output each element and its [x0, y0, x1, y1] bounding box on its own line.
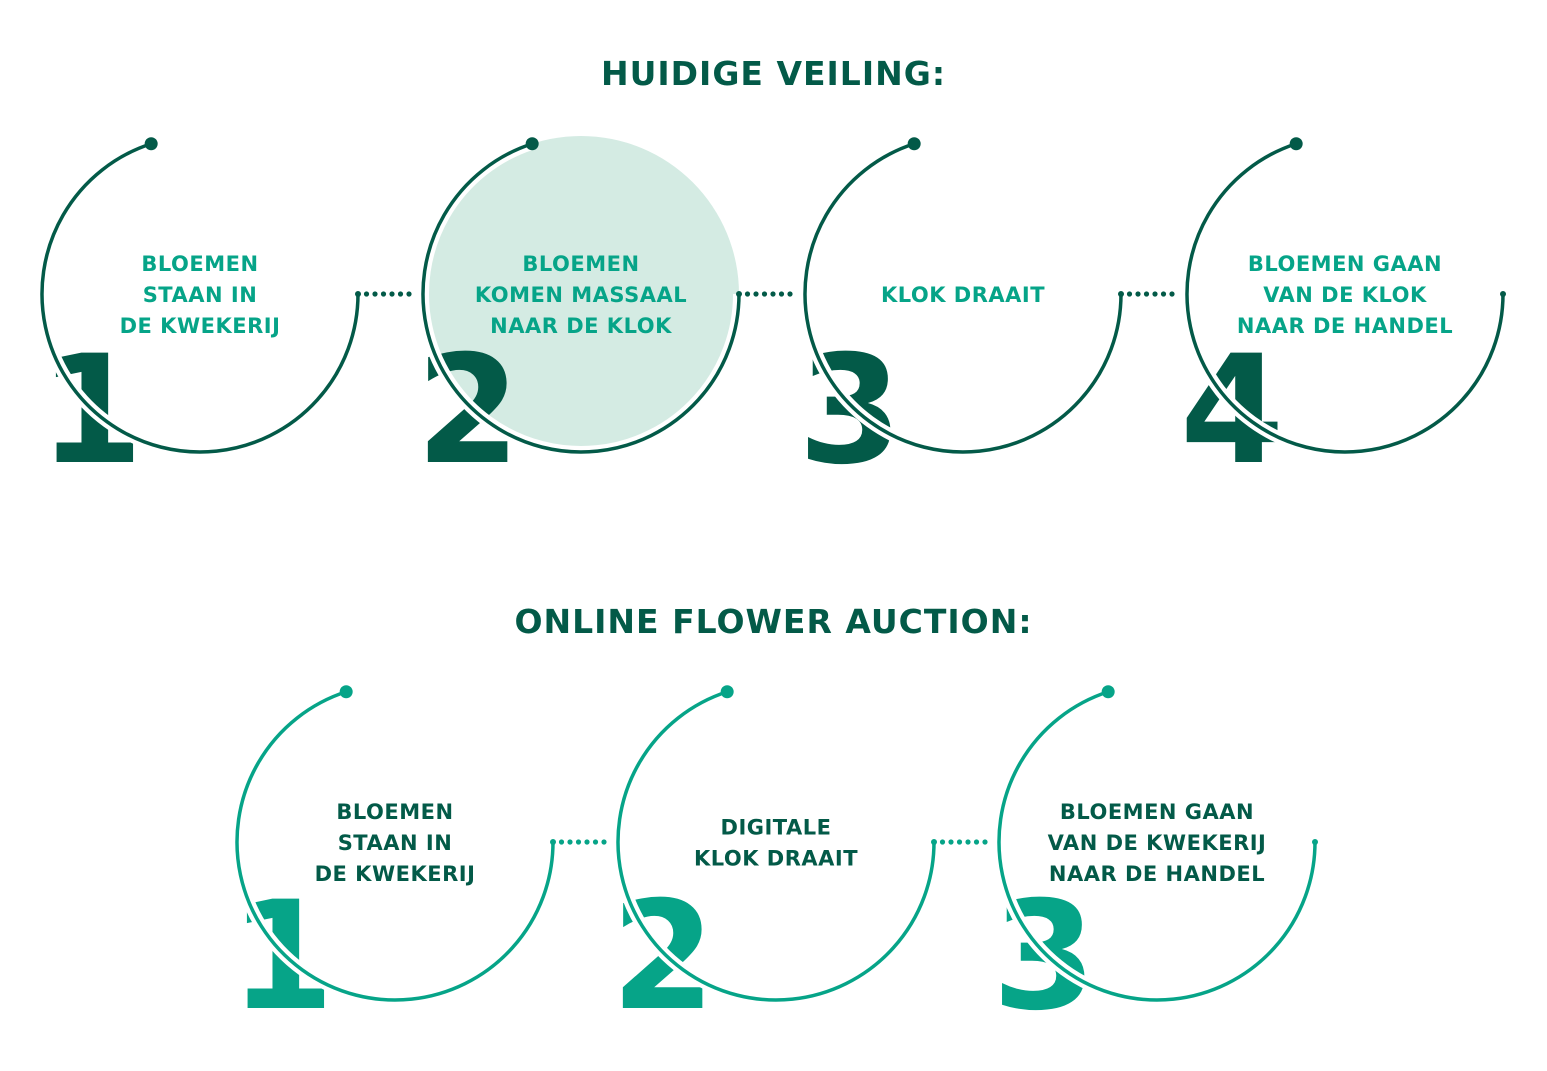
arc-end-dot: [355, 291, 361, 297]
connector-dot: [770, 291, 776, 297]
step-label-line: BLOEMEN: [141, 252, 258, 276]
connector-dot: [601, 839, 607, 845]
step-label-line: NAAR DE KLOK: [490, 314, 672, 338]
step-label-line: KLOK DRAAIT: [694, 847, 858, 871]
arc-start-dot: [144, 137, 158, 151]
step-label-line: STAAN IN: [143, 283, 258, 307]
connector-dot: [406, 291, 412, 297]
connector-dot: [584, 839, 590, 845]
arc-start-dot: [720, 685, 734, 699]
connector-dot: [982, 839, 988, 845]
connector-dot: [778, 291, 785, 297]
connector-dot: [948, 839, 954, 845]
connector-dot: [1169, 291, 1175, 297]
connector-dot: [761, 291, 768, 297]
step-arc: [997, 689, 1317, 1002]
connector-dot: [1126, 291, 1133, 297]
connector-dot: [1143, 291, 1150, 297]
step-label-line: NAAR DE HANDEL: [1237, 314, 1453, 338]
arc-end-dot: [931, 839, 937, 845]
arc-start-dot: [525, 137, 539, 151]
step-label-line: BLOEMEN GAAN: [1060, 800, 1254, 824]
arc-end-dot: [1500, 291, 1506, 297]
arc-end-dot: [1118, 291, 1124, 297]
connector-dot: [397, 291, 404, 297]
step-label-line: STAAN IN: [338, 831, 453, 855]
step-label-line: DE KWEKERIJ: [120, 314, 281, 338]
step-arc: [1185, 141, 1505, 454]
arc-start-dot: [339, 685, 353, 699]
connector-dot: [380, 291, 387, 297]
connector-dot: [1160, 291, 1167, 297]
step-label-line: KLOK DRAAIT: [881, 283, 1045, 307]
step-label-line: VAN DE KWEKERIJ: [1048, 831, 1267, 855]
step-arc: [616, 689, 936, 1002]
arc-start-dot: [1101, 685, 1115, 699]
connector-dot: [973, 839, 980, 845]
connector-dot: [592, 839, 599, 845]
step-label-line: NAAR DE HANDEL: [1049, 862, 1265, 886]
connector-dot: [787, 291, 793, 297]
connector-dot: [372, 291, 378, 297]
step-label-line: DIGITALE: [721, 816, 832, 840]
arc-end-dot: [736, 291, 742, 297]
connector-dot: [939, 839, 946, 845]
arc-end-dot: [1312, 839, 1318, 845]
arc-start-dot: [1289, 137, 1303, 151]
step-arc: [803, 141, 1123, 454]
step-label-line: BLOEMEN: [336, 800, 453, 824]
step-label-line: VAN DE KLOK: [1263, 283, 1427, 307]
step-arc: [40, 141, 360, 454]
connector-dot: [558, 839, 565, 845]
step-highlight-fill: [423, 136, 739, 452]
step-label-line: KOMEN MASSAAL: [475, 283, 687, 307]
step-label-line: BLOEMEN: [522, 252, 639, 276]
connector-dot: [389, 291, 395, 297]
connector-dot: [1152, 291, 1158, 297]
step-label-line: DE KWEKERIJ: [315, 862, 476, 886]
section-title-current-auction: HUIDIGE VEILING:: [600, 54, 947, 93]
step-arc: [235, 689, 555, 1002]
connector-dot: [965, 839, 971, 845]
step-arc: [421, 141, 741, 454]
section-title-online-auction: ONLINE FLOWER AUCTION:: [514, 602, 1033, 641]
step-label-line: BLOEMEN GAAN: [1248, 252, 1442, 276]
connector-dot: [1135, 291, 1141, 297]
connector-dot: [956, 839, 963, 845]
connector-dot: [575, 839, 582, 845]
arc-start-dot: [907, 137, 921, 151]
connector-dot: [744, 291, 751, 297]
connector-dot: [753, 291, 759, 297]
connector-dot: [363, 291, 370, 297]
connector-dot: [567, 839, 573, 845]
arc-end-dot: [550, 839, 556, 845]
